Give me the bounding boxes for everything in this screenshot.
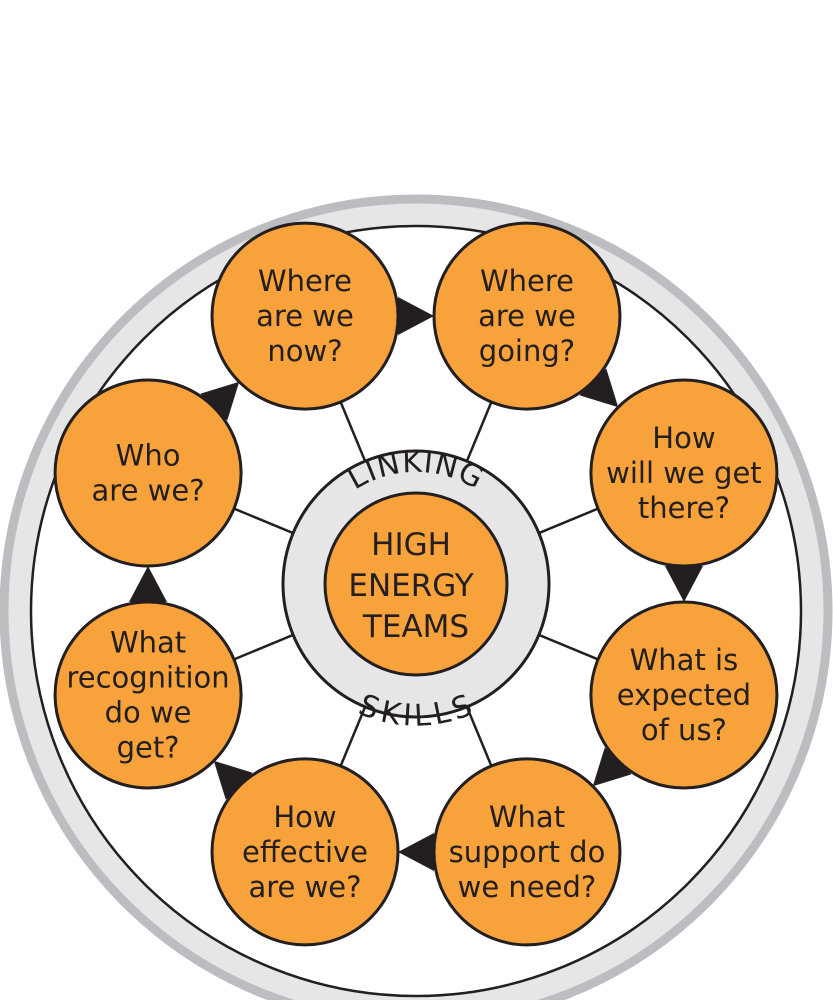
node-circle	[53, 378, 243, 568]
center-circle	[323, 491, 509, 677]
arrow-icon	[665, 566, 703, 602]
node-circle	[210, 757, 400, 947]
node-circle	[432, 757, 622, 947]
node-circle	[53, 600, 243, 790]
arrow-icon	[200, 381, 240, 421]
arrow-icon	[129, 566, 167, 602]
arrow-icon	[398, 833, 434, 871]
node-circle	[589, 378, 779, 568]
center-title: HIGH ENERGY TEAMS	[348, 527, 483, 645]
arrow-icon	[579, 368, 619, 408]
arrow-icon	[592, 747, 632, 787]
arrow-icon	[213, 760, 253, 800]
node-circle	[210, 221, 400, 411]
arrow-icon	[398, 297, 434, 335]
node-circle	[589, 600, 779, 790]
node-circle	[432, 221, 622, 411]
center-hub: LINKING SKILLS HIGH ENERGY TEAMS	[281, 445, 551, 734]
